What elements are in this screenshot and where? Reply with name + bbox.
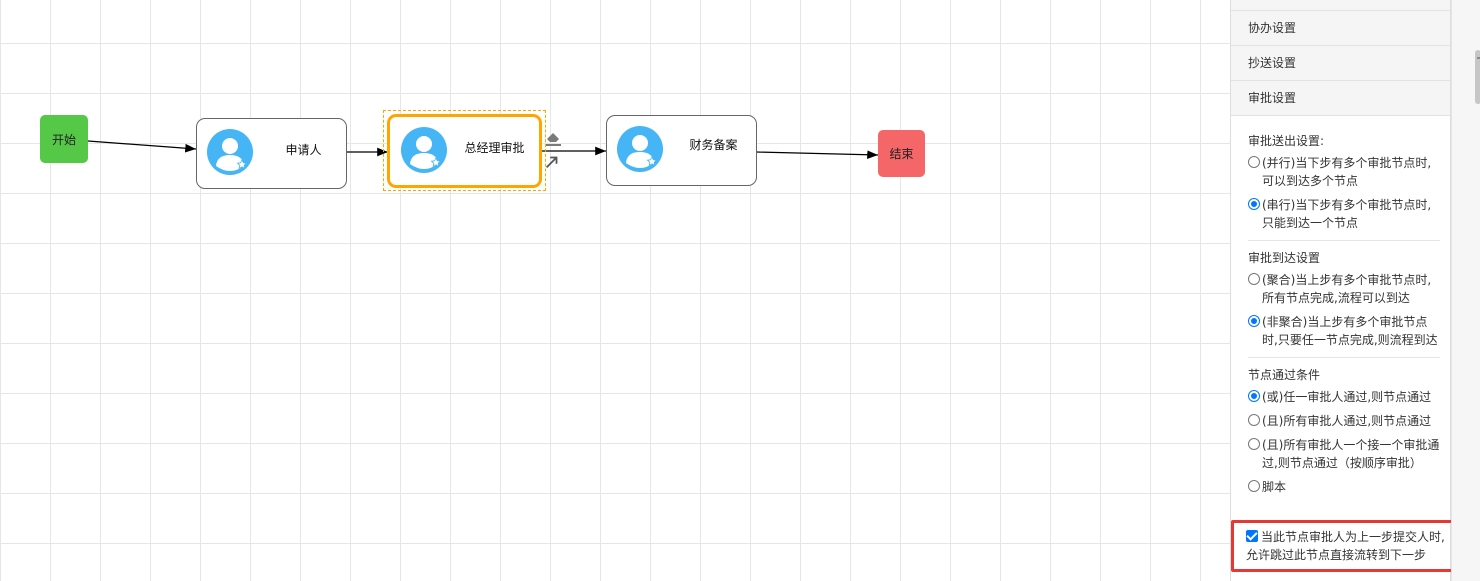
- task-node-finance[interactable]: 财务备案: [606, 115, 757, 186]
- task-node-gm-approval[interactable]: 总经理审批: [387, 114, 542, 188]
- section-cohandle-settings[interactable]: 协办设置: [1231, 11, 1450, 46]
- section-approval-settings[interactable]: 审批设置: [1231, 81, 1450, 116]
- radio-pass-script[interactable]: [1248, 480, 1260, 492]
- radio-pass-any[interactable]: [1248, 390, 1260, 402]
- section-cc-settings[interactable]: 抄送设置: [1231, 46, 1450, 81]
- pass-option-any[interactable]: (或)任一审批人通过,则节点通过: [1248, 388, 1440, 406]
- pass-option-sequential-label: (且)所有审批人一个接一个审批通过,则节点通过（按顺序审批）: [1262, 438, 1440, 470]
- task-node-finance-label: 财务备案: [689, 138, 738, 152]
- task-node-gm-label: 总经理审批: [464, 141, 525, 155]
- send-settings-title: 审批送出设置:: [1248, 134, 1325, 148]
- pass-option-sequential[interactable]: (且)所有审批人一个接一个审批通过,则节点通过（按顺序审批）: [1248, 436, 1440, 472]
- connect-arrow-icon[interactable]: [543, 153, 561, 171]
- panel-top-strip: [1231, 0, 1450, 11]
- pass-option-all-label: (且)所有审批人通过,则节点通过: [1262, 414, 1432, 428]
- scrollbar-mark: [1477, 57, 1480, 59]
- radio-send-parallel[interactable]: [1248, 156, 1260, 168]
- pass-option-script[interactable]: 脚本: [1248, 478, 1440, 496]
- radio-arrive-aggregate[interactable]: [1248, 273, 1260, 285]
- diagram-canvas[interactable]: 开始 申请人 总经理审批 财务备案 结束: [0, 0, 1230, 581]
- edge-finance-end[interactable]: [755, 150, 879, 160]
- approval-settings-body: 审批送出设置: (并行)当下步有多个审批节点时,可以到达多个节点 (串行)当下步…: [1231, 116, 1450, 496]
- skip-node-checkbox[interactable]: [1246, 530, 1258, 542]
- start-node[interactable]: 开始: [40, 115, 88, 163]
- task-node-applicant[interactable]: 申请人: [196, 118, 347, 189]
- radio-pass-all[interactable]: [1248, 414, 1260, 426]
- divider: [1248, 357, 1440, 358]
- radio-send-serial[interactable]: [1248, 198, 1260, 210]
- pass-option-any-label: (或)任一审批人通过,则节点通过: [1262, 390, 1432, 404]
- radio-pass-sequential[interactable]: [1248, 438, 1260, 450]
- send-option-serial-label: (串行)当下步有多个审批节点时,只能到达一个节点: [1262, 198, 1432, 230]
- arrive-settings-title: 审批到达设置: [1248, 251, 1321, 265]
- edge-start-applicant[interactable]: [87, 140, 197, 153]
- end-node[interactable]: 结束: [878, 130, 925, 177]
- arrive-option-aggregate-label: (聚合)当上步有多个审批节点时,所有节点完成,流程可以到达: [1262, 273, 1432, 305]
- radio-arrive-non-aggregate[interactable]: [1248, 315, 1260, 327]
- skip-node-label: 当此节点审批人为上一步提交人时,允许跳过此节点直接流转到下一步: [1246, 530, 1445, 562]
- edges-layer: [87, 140, 879, 160]
- start-node-label: 开始: [51, 132, 76, 147]
- skip-node-highlight: 当此节点审批人为上一步提交人时,允许跳过此节点直接流转到下一步: [1231, 520, 1457, 572]
- arrive-option-non-aggregate-label: (非聚合)当上步有多个审批节点时,只要任一节点完成,则流程到达: [1262, 315, 1438, 347]
- pass-option-script-label: 脚本: [1262, 480, 1287, 494]
- send-option-parallel[interactable]: (并行)当下步有多个审批节点时,可以到达多个节点: [1248, 154, 1440, 190]
- send-option-serial[interactable]: (串行)当下步有多个审批节点时,只能到达一个节点: [1248, 196, 1440, 232]
- pass-option-all[interactable]: (且)所有审批人通过,则节点通过: [1248, 412, 1440, 430]
- skip-node-option[interactable]: 当此节点审批人为上一步提交人时,允许跳过此节点直接流转到下一步: [1246, 528, 1448, 564]
- scrollbar-thumb[interactable]: [1475, 50, 1480, 104]
- properties-panel: 协办设置 抄送设置 审批设置 审批送出设置: (并行)当下步有多个审批节点时,可…: [1230, 0, 1457, 581]
- end-node-label: 结束: [889, 147, 914, 161]
- user-avatar-icon: [207, 129, 253, 175]
- vertical-scrollbar[interactable]: [1451, 0, 1480, 581]
- eraser-icon[interactable]: [543, 128, 563, 148]
- arrive-option-non-aggregate[interactable]: (非聚合)当上步有多个审批节点时,只要任一节点完成,则流程到达: [1248, 313, 1440, 349]
- arrive-option-aggregate[interactable]: (聚合)当上步有多个审批节点时,所有节点完成,流程可以到达: [1248, 271, 1440, 307]
- pass-conditions-title: 节点通过条件: [1248, 368, 1321, 382]
- task-node-applicant-label: 申请人: [285, 143, 322, 157]
- user-avatar-icon: [401, 127, 447, 173]
- divider: [1248, 240, 1440, 241]
- user-avatar-icon: [617, 126, 663, 172]
- send-option-parallel-label: (并行)当下步有多个审批节点时,可以到达多个节点: [1262, 156, 1432, 188]
